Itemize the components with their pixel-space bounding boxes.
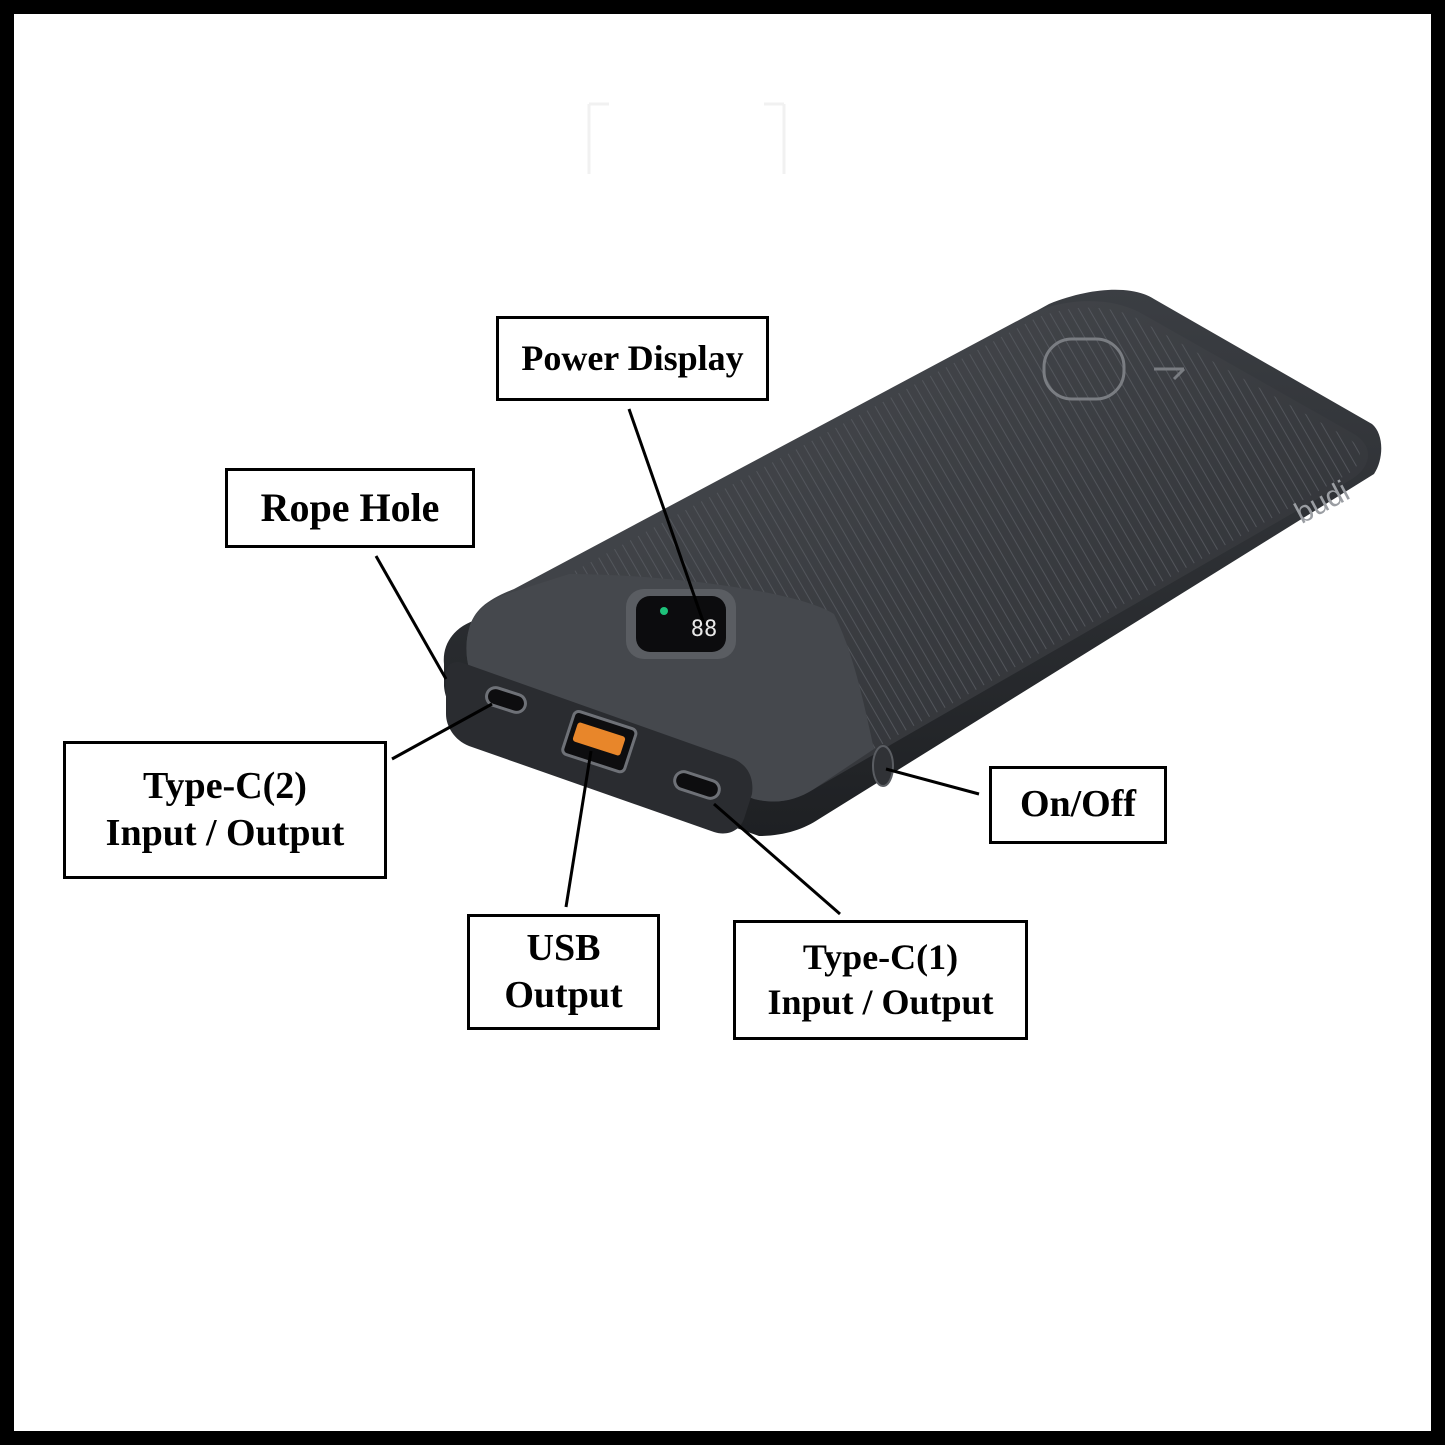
label-text-line2: Output <box>504 974 623 1016</box>
label-text-line2: Input / Output <box>767 982 994 1022</box>
label-text: Rope Hole <box>260 485 440 530</box>
type-c2-port <box>485 686 527 714</box>
label-text-line1: Type-C(1) <box>802 937 959 977</box>
leader-rope-hole <box>374 555 448 680</box>
label-power-display: Power Display <box>496 316 769 401</box>
leader-power-display <box>627 408 706 625</box>
capacity-mark <box>1042 337 1186 401</box>
on-off-button <box>872 745 894 787</box>
leader-type-c2 <box>391 702 493 761</box>
label-rope-hole: Rope Hole <box>225 468 475 548</box>
front-cap <box>466 574 874 802</box>
power-bank-illustration: 88 <box>374 102 1382 916</box>
power-display-screen: 88 <box>626 589 736 659</box>
leader-lines <box>374 408 980 916</box>
leader-type-c1 <box>713 802 841 916</box>
label-text-line1: Type-C(2) <box>143 764 307 807</box>
type-c1-port <box>673 770 721 800</box>
usb-port-tongue <box>572 722 626 756</box>
leader-usb <box>564 750 593 908</box>
label-text-line2: Input / Output <box>105 812 345 854</box>
label-on-off: On/Off <box>989 766 1167 844</box>
label-type-c1: Type-C(1) Input / Output <box>733 920 1028 1040</box>
leader-on-off <box>885 767 980 796</box>
label-text: On/Off <box>1019 783 1137 826</box>
label-usb-output: USB Output <box>467 914 660 1030</box>
label-text: Power Display <box>521 338 744 378</box>
ribbed-texture <box>569 307 1360 749</box>
label-type-c2: Type-C(2) Input / Output <box>63 741 387 879</box>
watermark <box>587 102 786 174</box>
image-frame: 88 budi Power Display Rope Hole Type-C(2… <box>14 14 1431 1431</box>
label-text-line1: USB <box>526 926 601 969</box>
